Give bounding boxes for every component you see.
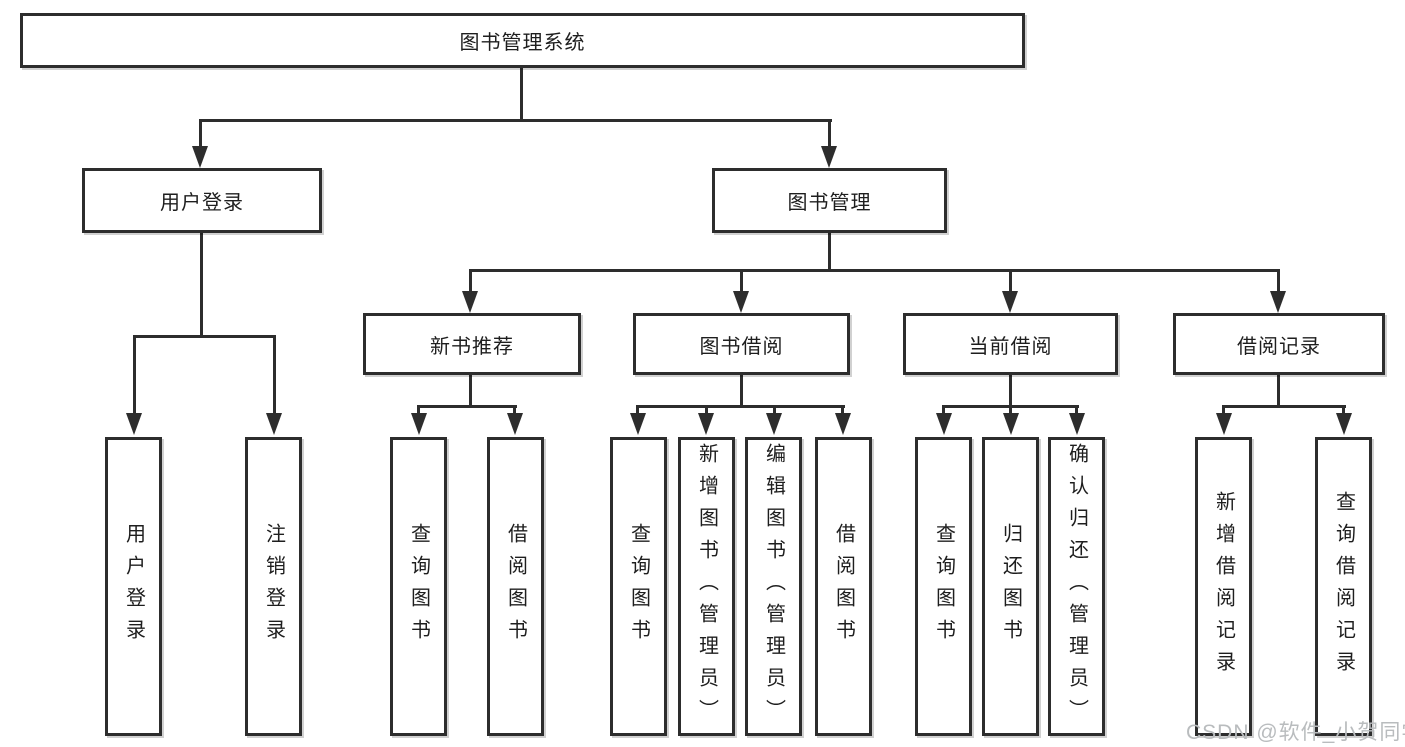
connector-line xyxy=(417,405,517,408)
arrowhead-down xyxy=(462,291,478,313)
connector-line xyxy=(773,405,776,415)
arrowhead-down xyxy=(507,413,523,435)
connector-line xyxy=(636,405,639,415)
leaf-edit-books-admin: 编辑图书（管理员） xyxy=(745,437,802,736)
csdn-watermark: CSDN @软件_小贺同学 xyxy=(1186,721,1405,744)
connector-line xyxy=(740,269,743,293)
connector-line xyxy=(469,269,1280,272)
connector-line xyxy=(1075,405,1078,415)
connector-line xyxy=(417,405,420,415)
node-label: 用户登录 xyxy=(122,522,145,651)
node-label: 注销登录 xyxy=(262,522,285,651)
arrowhead-down xyxy=(266,413,282,435)
node-label: 新增借阅记录 xyxy=(1212,490,1235,683)
connector-line xyxy=(1277,373,1280,408)
leaf-return-books: 归还图书 xyxy=(982,437,1039,736)
node-label: 用户登录 xyxy=(160,192,244,214)
arrowhead-down xyxy=(1336,413,1352,435)
node-label: 新增图书（管理员） xyxy=(695,442,718,731)
arrowhead-down xyxy=(1069,413,1085,435)
arrowhead-down xyxy=(126,413,142,435)
connector-line xyxy=(1277,269,1280,293)
connector-line xyxy=(469,269,472,293)
connector-line xyxy=(200,230,203,338)
node-label: 查询图书 xyxy=(627,522,650,651)
connector-line xyxy=(520,66,523,122)
leaf-query-borrow-record: 查询借阅记录 xyxy=(1315,437,1372,736)
node-book-management: 图书管理 xyxy=(712,168,947,233)
node-label: 新书推荐 xyxy=(430,335,514,358)
connector-line xyxy=(1222,405,1225,415)
leaf-borrow-books: 借阅图书 xyxy=(815,437,872,736)
connector-line xyxy=(199,119,832,122)
leaf-add-borrow-record: 新增借阅记录 xyxy=(1195,437,1252,736)
node-label: 查询借阅记录 xyxy=(1332,490,1355,683)
connector-line xyxy=(636,405,845,408)
node-borrow-records: 借阅记录 xyxy=(1173,313,1385,375)
node-label: 确认归还（管理员） xyxy=(1065,442,1088,731)
connector-line xyxy=(1009,373,1012,408)
leaf-logout: 注销登录 xyxy=(245,437,302,736)
arrowhead-down xyxy=(821,146,837,168)
node-new-book-recommend: 新书推荐 xyxy=(363,313,581,375)
connector-line xyxy=(133,335,136,415)
connector-line xyxy=(1009,269,1012,293)
node-current-borrowing: 当前借阅 xyxy=(903,313,1118,375)
leaf-add-books-admin: 新增图书（管理员） xyxy=(678,437,735,736)
leaf-borrow-books: 借阅图书 xyxy=(487,437,544,736)
arrowhead-down xyxy=(936,413,952,435)
leaf-query-books: 查询图书 xyxy=(610,437,667,736)
node-label: 当前借阅 xyxy=(968,335,1053,358)
arrowhead-down xyxy=(411,413,427,435)
connector-line xyxy=(705,405,708,415)
arrowhead-down xyxy=(1003,413,1019,435)
node-user-login: 用户登录 xyxy=(82,168,322,233)
arrowhead-down xyxy=(698,413,714,435)
node-label: 图书管理系统 xyxy=(459,32,586,54)
connector-line xyxy=(740,373,743,408)
arrowhead-down xyxy=(630,413,646,435)
arrowhead-down xyxy=(835,413,851,435)
node-label: 借阅记录 xyxy=(1237,335,1321,358)
node-label: 查询图书 xyxy=(407,522,430,651)
leaf-query-books: 查询图书 xyxy=(915,437,972,736)
node-root-system: 图书管理系统 xyxy=(20,13,1025,68)
connector-line xyxy=(133,335,276,338)
leaf-user-login: 用户登录 xyxy=(105,437,162,736)
arrowhead-down xyxy=(1270,291,1286,313)
node-label: 图书管理 xyxy=(787,192,872,214)
connector-line xyxy=(828,230,831,272)
connector-line xyxy=(199,119,202,147)
arrowhead-down xyxy=(1002,291,1018,313)
node-label: 归还图书 xyxy=(999,522,1022,651)
connector-line xyxy=(513,405,516,415)
node-label: 借阅图书 xyxy=(504,522,527,651)
node-label: 查询图书 xyxy=(932,522,955,651)
node-label: 图书借阅 xyxy=(699,335,784,358)
connector-line xyxy=(828,119,831,147)
arrowhead-down xyxy=(192,146,208,168)
connector-line xyxy=(469,373,472,408)
arrowhead-down xyxy=(1216,413,1232,435)
leaf-query-books: 查询图书 xyxy=(390,437,447,736)
node-label: 编辑图书（管理员） xyxy=(762,442,785,731)
connector-line xyxy=(1009,405,1012,415)
connector-line xyxy=(273,335,276,415)
node-book-borrowing: 图书借阅 xyxy=(633,313,850,375)
arrowhead-down xyxy=(766,413,782,435)
node-label: 借阅图书 xyxy=(832,522,855,651)
connector-line xyxy=(1222,405,1346,408)
arrowhead-down xyxy=(733,291,749,313)
connector-line xyxy=(1342,405,1345,415)
connector-line xyxy=(942,405,945,415)
connector-line xyxy=(841,405,844,415)
leaf-confirm-return-admin: 确认归还（管理员） xyxy=(1048,437,1105,736)
